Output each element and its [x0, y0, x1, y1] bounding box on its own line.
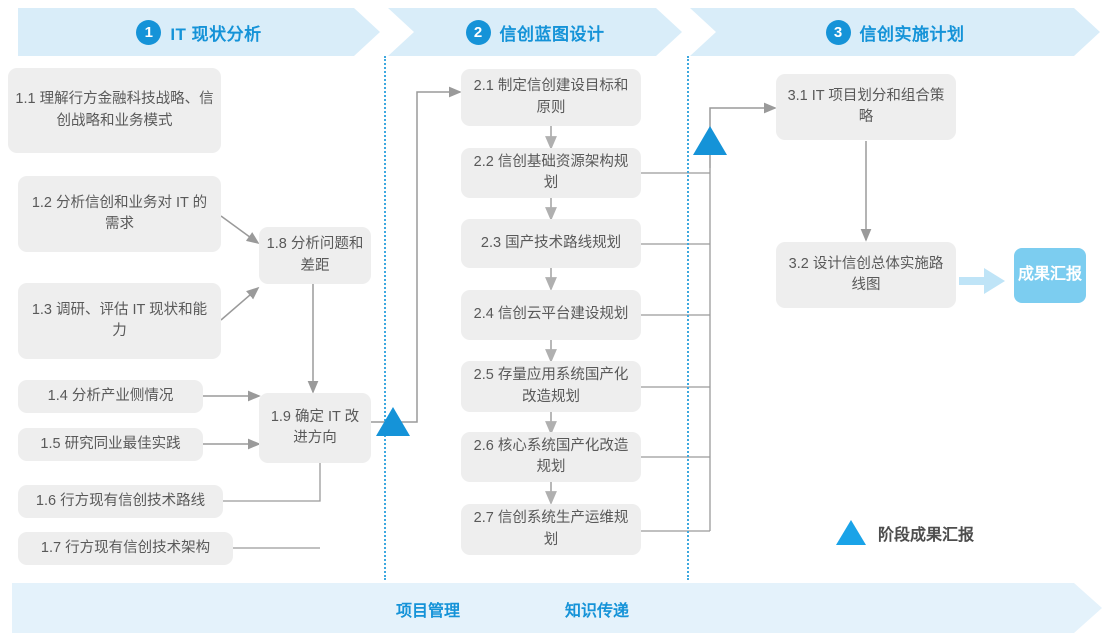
process-box-1-2-label: 1.2 分析信创和业务对 IT 的需求 [31, 194, 208, 232]
process-box-1-4[interactable]: 1.4 分析产业侧情况 [18, 380, 203, 413]
process-box-2-4[interactable]: 2.4 信创云平台建设规划 [461, 290, 641, 340]
triangle-icon [836, 520, 866, 545]
process-box-2-1-label: 2.1 制定信创建设目标和原则 [473, 78, 629, 116]
process-box-1-8-label: 1.8 分析问题和差距 [266, 236, 364, 274]
process-box-1-9-label: 1.9 确定 IT 改进方向 [270, 408, 360, 446]
process-box-3-2-label: 3.2 设计信创总体实施路线图 [788, 255, 944, 293]
phase-segment-3[interactable]: 3 信创实施计划 [690, 8, 1100, 56]
process-box-2-3-label: 2.3 国产技术路线规划 [480, 234, 622, 251]
process-box-2-5-label: 2.5 存量应用系统国产化改造规划 [473, 367, 629, 405]
process-box-2-5[interactable]: 2.5 存量应用系统国产化改造规划 [461, 361, 641, 412]
phase-title-1: IT 现状分析 [170, 24, 262, 44]
process-box-2-4-label: 2.4 信创云平台建设规划 [473, 306, 629, 323]
phase-header-band: 1 IT 现状分析 2 信创蓝图设计 3 信创实施计划 [0, 8, 1115, 56]
process-box-1-1[interactable]: 1.1 理解行方金融科技战略、信创战略和业务模式 [8, 68, 221, 153]
process-box-2-7-label: 2.7 信创系统生产运维规划 [473, 510, 629, 548]
process-box-1-8[interactable]: 1.8 分析问题和差距 [259, 227, 371, 284]
phase-divider-1 [384, 56, 386, 580]
phase-segment-2[interactable]: 2 信创蓝图设计 [388, 8, 682, 56]
phase-segment-1[interactable]: 1 IT 现状分析 [18, 8, 380, 56]
process-box-1-1-label: 1.1 理解行方金融科技战略、信创战略和业务模式 [15, 91, 214, 129]
process-box-1-7[interactable]: 1.7 行方现有信创技术架构 [18, 532, 233, 565]
process-box-1-4-label: 1.4 分析产业侧情况 [47, 387, 174, 404]
process-box-2-2[interactable]: 2.2 信创基础资源架构规划 [461, 148, 641, 198]
process-box-1-6[interactable]: 1.6 行方现有信创技术路线 [18, 485, 223, 518]
process-box-1-7-label: 1.7 行方现有信创技术架构 [40, 539, 211, 556]
process-box-3-1[interactable]: 3.1 IT 项目划分和组合策略 [776, 74, 956, 140]
phase-number-1: 1 [136, 20, 161, 45]
process-box-2-3[interactable]: 2.3 国产技术路线规划 [461, 219, 641, 268]
footer-label-project-management: 项目管理 [396, 603, 461, 620]
process-box-1-3-label: 1.3 调研、评估 IT 现状和能力 [31, 301, 208, 339]
process-box-1-3[interactable]: 1.3 调研、评估 IT 现状和能力 [18, 283, 221, 359]
phase-title-2: 信创蓝图设计 [499, 24, 605, 44]
footer-band [12, 583, 1102, 633]
process-box-2-2-label: 2.2 信创基础资源架构规划 [473, 153, 629, 191]
legend-label: 阶段成果汇报 [878, 526, 975, 544]
phase-divider-2 [687, 56, 689, 580]
process-box-3-2[interactable]: 3.2 设计信创总体实施路线图 [776, 242, 956, 308]
milestone-triangle-phase1[interactable] [376, 407, 410, 436]
footer-label-knowledge-transfer: 知识传递 [565, 603, 630, 620]
phase-number-3: 3 [826, 20, 851, 45]
process-box-1-5-label: 1.5 研究同业最佳实践 [40, 435, 181, 452]
process-box-2-7[interactable]: 2.7 信创系统生产运维规划 [461, 504, 641, 555]
phase-title-3: 信创实施计划 [859, 24, 965, 44]
process-box-3-1-label: 3.1 IT 项目划分和组合策略 [787, 87, 945, 125]
milestone-triangle-phase2[interactable] [693, 126, 727, 155]
legend: 阶段成果汇报 [836, 520, 974, 545]
process-box-2-6-label: 2.6 核心系统国产化改造规划 [473, 437, 629, 475]
process-box-2-1[interactable]: 2.1 制定信创建设目标和原则 [461, 69, 641, 126]
result-report-label: 成果汇报 [1017, 266, 1082, 284]
phase-number-2: 2 [466, 20, 491, 45]
process-box-1-5[interactable]: 1.5 研究同业最佳实践 [18, 428, 203, 461]
process-box-1-2[interactable]: 1.2 分析信创和业务对 IT 的需求 [18, 176, 221, 252]
process-box-2-6[interactable]: 2.6 核心系统国产化改造规划 [461, 432, 641, 482]
result-report-chip[interactable]: 成果汇报 [1014, 248, 1086, 303]
process-box-1-6-label: 1.6 行方现有信创技术路线 [35, 492, 206, 509]
process-box-1-9[interactable]: 1.9 确定 IT 改进方向 [259, 393, 371, 463]
